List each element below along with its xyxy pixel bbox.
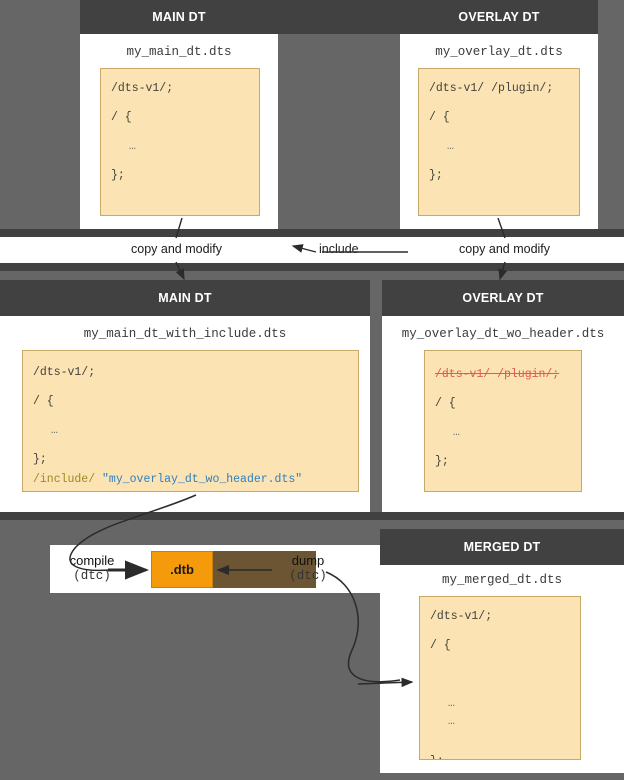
header-main-dt-top: MAIN DT: [80, 0, 278, 34]
code-block-merged-dt: /dts-v1/; / { … … };: [419, 596, 581, 760]
code-line-ellipsis: …: [448, 715, 456, 728]
code-line: / {: [430, 639, 451, 652]
code-line-ellipsis: …: [453, 426, 461, 439]
code-line-include: /include/ "my_overlay_dt_wo_header.dts": [33, 473, 358, 491]
edge-label-copy-and-modify-right: copy and modify: [459, 242, 551, 256]
compile-name: compile: [69, 553, 115, 568]
code-line: };: [33, 453, 47, 466]
divider-top: [0, 229, 624, 237]
header-overlay-dt-top: OVERLAY DT: [400, 0, 598, 34]
code-block-main-dt-middle: /dts-v1/; / { … }; /include/ "my_overlay…: [22, 350, 359, 492]
code-block-main-dt-top: /dts-v1/; / { … };: [100, 68, 260, 216]
code-block-overlay-dt-middle: /dts-v1/ /plugin/; / { … };: [424, 350, 582, 492]
include-keyword: /include/: [33, 473, 96, 486]
divider-bottom: [0, 512, 624, 520]
code-block-overlay-dt-top: /dts-v1/ /plugin/; / { … };: [418, 68, 580, 216]
middle-panel-gap: [370, 280, 382, 512]
dump-name: dump: [291, 553, 325, 568]
code-line: / {: [435, 397, 456, 410]
dtb-artifact-box: .dtb: [151, 551, 213, 588]
code-line-ellipsis: …: [447, 140, 455, 153]
code-line: /dts-v1/ /plugin/;: [429, 82, 554, 95]
divider-middle: [0, 263, 624, 271]
filename-my-overlay-dt: my_overlay_dt.dts: [435, 45, 563, 59]
code-line: / {: [33, 395, 54, 408]
gap-band: [0, 271, 624, 280]
code-line-struck-header: /dts-v1/ /plugin/;: [435, 368, 560, 381]
filename-my-overlay-dt-wo-header: my_overlay_dt_wo_header.dts: [401, 327, 605, 341]
filename-my-main-dt: my_main_dt.dts: [126, 45, 232, 59]
code-line: /dts-v1/;: [33, 366, 96, 379]
code-line: /dts-v1/;: [111, 82, 174, 95]
dump-tool: (dtc): [289, 569, 327, 584]
process-label-compile: compile (dtc): [52, 553, 132, 585]
process-label-dump: dump (dtc): [273, 553, 343, 585]
code-line: };: [435, 455, 449, 468]
header-overlay-dt-middle: OVERLAY DT: [382, 280, 624, 316]
code-line: };: [429, 169, 443, 182]
include-path-string: "my_overlay_dt_wo_header.dts": [102, 473, 303, 486]
header-main-dt-middle: MAIN DT: [0, 280, 370, 316]
code-line: };: [111, 169, 125, 182]
edge-label-copy-and-modify-left: copy and modify: [131, 242, 223, 256]
code-line: };: [430, 756, 580, 759]
code-line: / {: [429, 111, 450, 124]
filename-my-merged-dt: my_merged_dt.dts: [441, 573, 563, 587]
filename-my-main-dt-with-include: my_main_dt_with_include.dts: [83, 327, 287, 341]
compile-tool: (dtc): [73, 569, 111, 584]
edge-label-include: include: [319, 242, 359, 256]
code-line-ellipsis: …: [129, 140, 137, 153]
code-line-ellipsis: …: [448, 697, 456, 710]
code-line-ellipsis: …: [51, 424, 59, 437]
code-line: / {: [111, 111, 132, 124]
header-merged-dt: MERGED DT: [380, 529, 624, 565]
code-line: /dts-v1/;: [430, 610, 493, 623]
